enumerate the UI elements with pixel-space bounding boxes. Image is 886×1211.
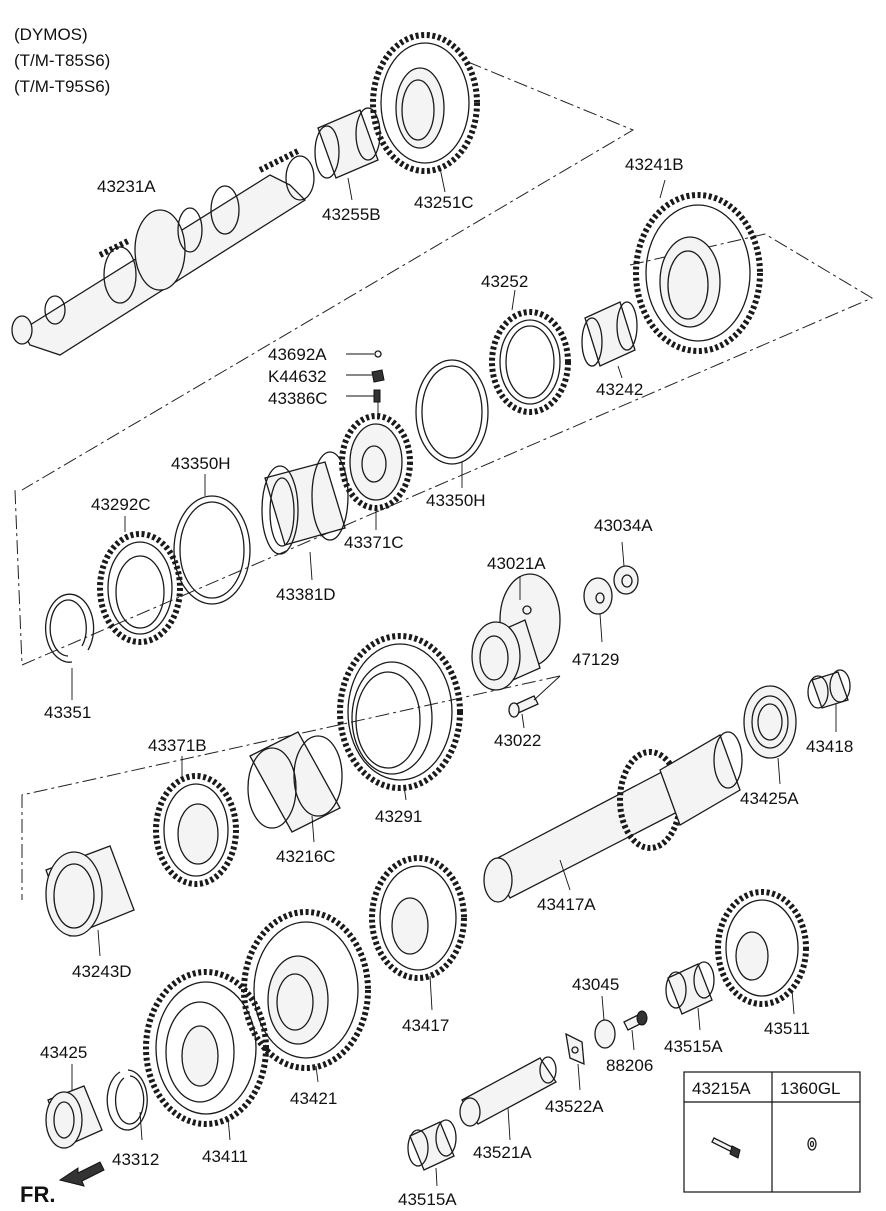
output-shaft-43417A xyxy=(483,731,743,903)
gear-43291 xyxy=(337,633,463,801)
front-label: FR. xyxy=(20,1182,55,1207)
gear-43511 xyxy=(715,889,809,1015)
hub-43371B xyxy=(153,756,239,887)
label-43241B: 43241B xyxy=(625,155,684,174)
label-43425A: 43425A xyxy=(740,789,799,808)
label-43511: 43511 xyxy=(764,1019,810,1038)
label-43350H-upper: 43350H xyxy=(426,491,486,510)
table-header-1360GL: 1360GL xyxy=(780,1079,841,1098)
bolt-43022 xyxy=(508,675,561,729)
synchro-ring-43252 xyxy=(489,289,571,415)
label-43522A: 43522A xyxy=(545,1097,604,1116)
gear-43417 xyxy=(369,855,467,1011)
label-43692A: 43692A xyxy=(268,345,327,364)
bolt-88206 xyxy=(623,1010,648,1051)
label-43252: 43252 xyxy=(481,272,528,291)
label-43417: 43417 xyxy=(402,1016,449,1035)
washer-icon xyxy=(807,1137,817,1151)
needle-bearing-43242 xyxy=(581,301,638,379)
label-43022: 43022 xyxy=(494,731,541,750)
label-47129: 47129 xyxy=(572,650,619,669)
label-43411: 43411 xyxy=(202,1147,248,1166)
phantom-lines xyxy=(14,61,874,900)
washer-47129 xyxy=(583,577,613,643)
label-43216C: 43216C xyxy=(276,847,336,866)
lock-plate-43522A xyxy=(565,1032,585,1091)
nut-43034A xyxy=(613,541,639,595)
label-43292C: 43292C xyxy=(91,495,151,514)
header-line-3: (T/M-T95S6) xyxy=(14,77,110,96)
header-line-2: (T/M-T85S6) xyxy=(14,51,110,70)
gear-43411 xyxy=(143,969,269,1141)
label-43421: 43421 xyxy=(290,1089,337,1108)
synchro-ring-43350H-lower xyxy=(173,474,251,605)
label-43255B: 43255B xyxy=(322,205,381,224)
spring-icon xyxy=(373,389,381,403)
label-43521A: 43521A xyxy=(473,1143,532,1162)
model-header: (DYMOS) (T/M-T85S6) (T/M-T95S6) xyxy=(14,25,110,96)
label-43417A: 43417A xyxy=(537,895,596,914)
bearing-43425A xyxy=(743,685,797,785)
label-88206: 88206 xyxy=(606,1056,653,1075)
label-43243D: 43243D xyxy=(72,962,132,981)
label-K44632: K44632 xyxy=(268,367,327,386)
needle-bearing-43515A-upper xyxy=(665,961,715,1031)
label-43251C: 43251C xyxy=(414,193,474,212)
label-43231A: 43231A xyxy=(97,177,156,196)
gear-43421 xyxy=(241,909,371,1083)
key-icon xyxy=(371,369,385,383)
gear-43241B xyxy=(633,179,763,354)
needle-bearing-43255B xyxy=(314,107,381,201)
label-43021A: 43021A xyxy=(487,554,546,573)
gear-43292C xyxy=(97,516,183,645)
label-43381D: 43381D xyxy=(276,585,336,604)
legend-table: 43215A 1360GL xyxy=(683,1071,861,1193)
idler-shaft-43521A xyxy=(459,1056,557,1141)
label-43515A-lower: 43515A xyxy=(398,1190,457,1209)
bushing-43418 xyxy=(807,669,851,732)
detent-parts xyxy=(346,350,385,420)
label-43351: 43351 xyxy=(44,703,91,722)
header-line-1: (DYMOS) xyxy=(14,25,88,44)
bearing-43425 xyxy=(45,1064,103,1149)
label-43242: 43242 xyxy=(596,380,643,399)
label-43371C: 43371C xyxy=(344,533,404,552)
label-43386C: 43386C xyxy=(268,389,328,408)
label-43350H-lower: 43350H xyxy=(171,454,231,473)
part-labels: 43231A 43255B 43251C 43241B 43252 43242 … xyxy=(40,155,853,1209)
snap-ring-43351 xyxy=(44,593,95,700)
needle-bearing-43216C xyxy=(247,731,343,843)
label-43371B: 43371B xyxy=(148,736,207,755)
snap-ring-43312 xyxy=(106,1069,148,1141)
synchro-ring-43350H-upper xyxy=(415,359,489,488)
bearing-43243D xyxy=(45,845,135,957)
label-43515A-upper: 43515A xyxy=(664,1037,723,1056)
sleeve-43381D xyxy=(261,451,349,581)
bolt-icon xyxy=(711,1137,741,1159)
label-43291: 43291 xyxy=(375,807,422,826)
front-direction-marker: FR. xyxy=(20,1161,105,1207)
synchro-hub-43371C xyxy=(339,413,413,530)
input-shaft xyxy=(11,147,315,356)
table-header-43215A: 43215A xyxy=(692,1079,751,1098)
label-43312: 43312 xyxy=(112,1150,159,1169)
label-43034A: 43034A xyxy=(594,516,653,535)
label-43045: 43045 xyxy=(572,975,619,994)
ball-icon xyxy=(374,350,382,358)
arrow-icon xyxy=(58,1161,105,1187)
needle-bearing-43515A-lower xyxy=(407,1119,457,1187)
cap-43045 xyxy=(594,995,616,1049)
label-43418: 43418 xyxy=(806,737,853,756)
label-43425: 43425 xyxy=(40,1043,87,1062)
retainer-43021A xyxy=(471,573,561,691)
gear-43251C xyxy=(370,32,480,193)
